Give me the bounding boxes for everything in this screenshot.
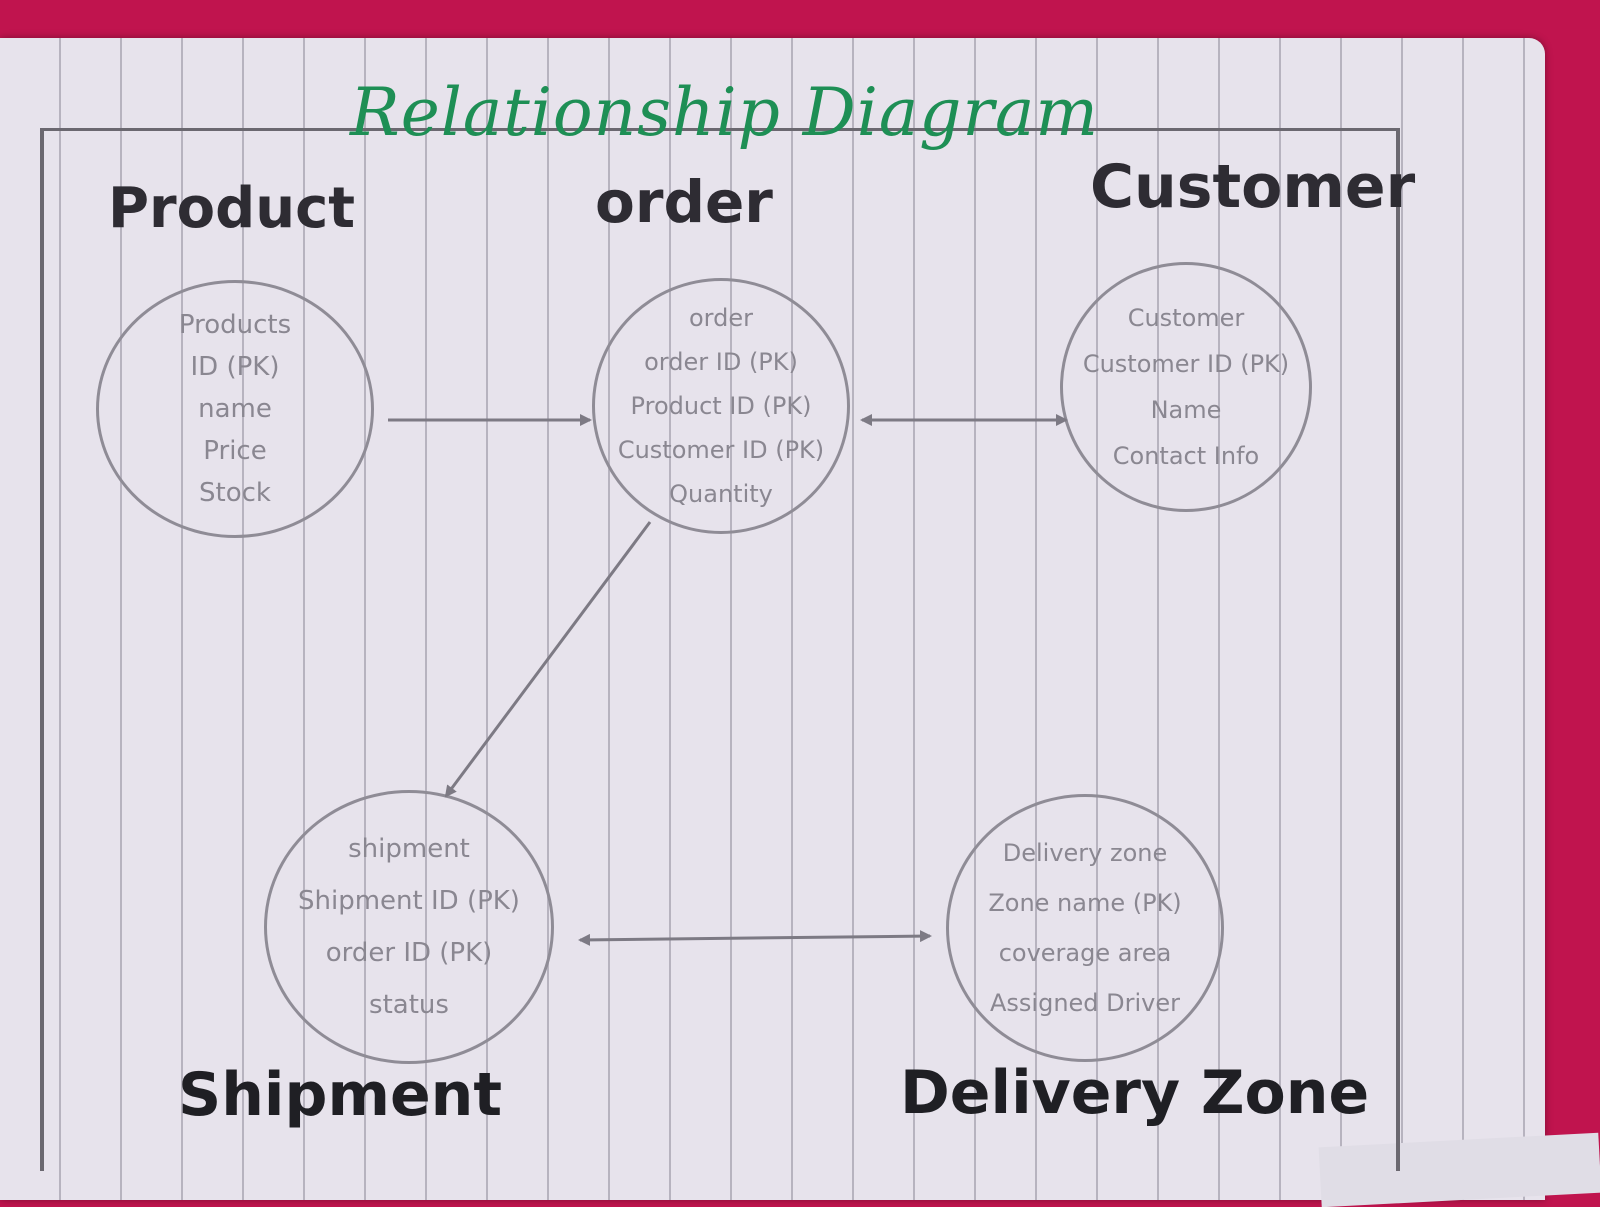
order-attr-0: order [689,304,753,332]
customer-attr-1: Customer ID (PK) [1082,350,1290,378]
entity-delivery-zone: Delivery zone Zone name (PK) coverage ar… [946,794,1224,1062]
heading-delivery-zone: Delivery Zone [900,1058,1370,1128]
shipment-attr-1: Shipment ID (PK) [298,886,520,916]
zone-attr-1: Zone name (PK) [988,889,1182,917]
heading-order: order [595,168,773,236]
order-attr-3: Customer ID (PK) [617,436,825,464]
product-attr-0: Products [178,310,292,340]
shipment-attr-3: status [369,990,449,1020]
notebook-page [0,38,1545,1200]
product-attr-1: ID (PK) [190,352,280,382]
order-attr-1: order ID (PK) [644,348,798,376]
order-attr-4: Quantity [669,480,773,508]
product-attr-2: name [198,394,272,424]
product-attr-4: Stock [199,478,271,508]
entity-shipment: shipment Shipment ID (PK) order ID (PK) … [264,790,554,1064]
shipment-attr-0: shipment [348,834,470,864]
zone-attr-3: Assigned Driver [989,989,1181,1017]
arrow-shipment-zone [578,930,932,946]
entity-order: order order ID (PK) Product ID (PK) Cust… [592,278,850,534]
diagram-title: Relationship Diagram [350,74,1099,151]
zone-attr-0: Delivery zone [1002,839,1168,867]
customer-attr-0: Customer [1127,304,1245,332]
customer-attr-3: Contact Info [1112,442,1260,470]
arrow-order-shipment [444,521,652,798]
entity-product: Products ID (PK) name Price Stock [96,280,374,538]
entity-customer: Customer Customer ID (PK) Name Contact I… [1060,262,1312,512]
order-attr-2: Product ID (PK) [630,392,812,420]
zone-attr-2: coverage area [998,939,1172,967]
heading-shipment: Shipment [178,1060,503,1130]
customer-attr-2: Name [1150,396,1222,424]
shipment-attr-2: order ID (PK) [325,938,493,968]
heading-product: Product [108,176,356,241]
diagram-border [40,128,1400,1171]
heading-customer: Customer [1090,152,1416,222]
product-attr-3: Price [203,436,267,466]
